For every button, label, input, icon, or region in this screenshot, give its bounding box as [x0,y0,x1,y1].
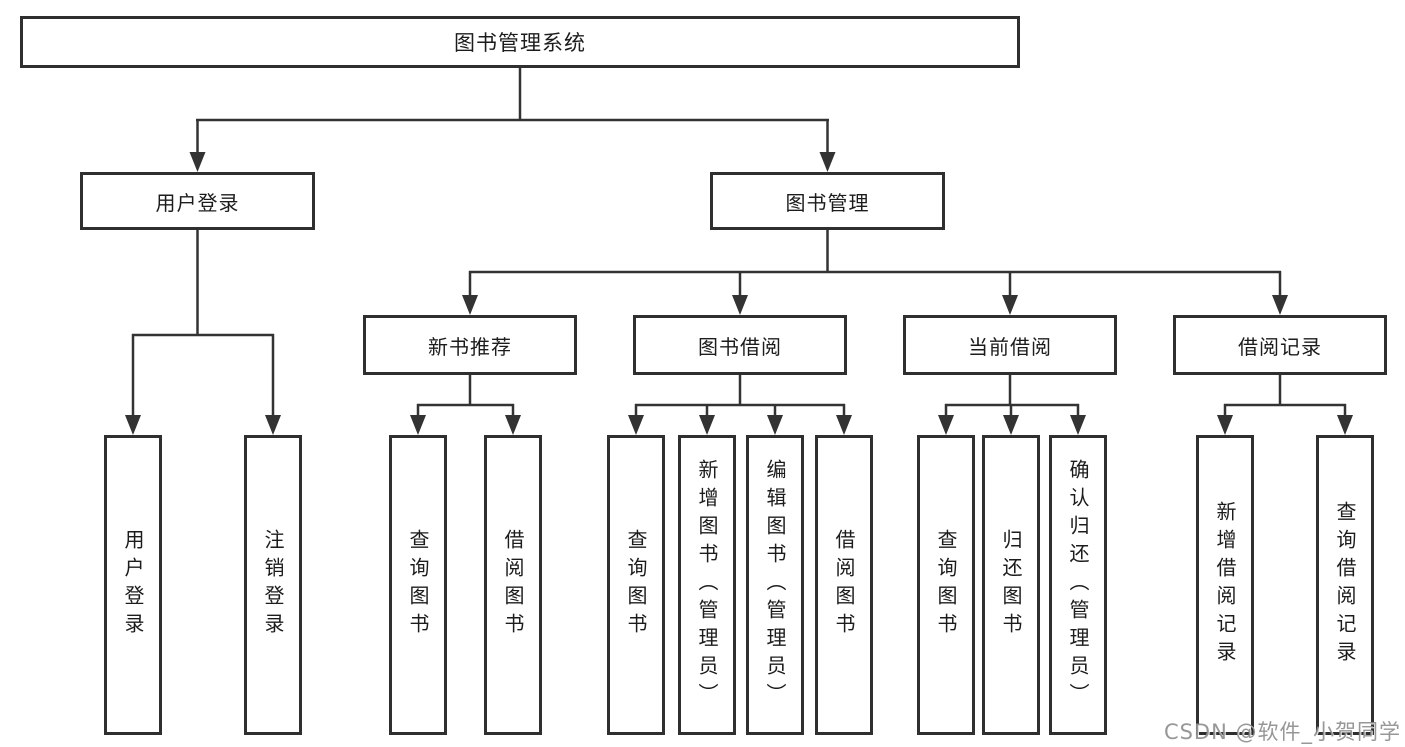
node-library-management-system: 图书管理系统 [20,16,1020,68]
node-label: 图书管理系统 [454,31,586,55]
node-label: 图书管理 [785,190,870,215]
node-label: 查询借阅记录 [1333,501,1357,669]
leaf-query-books-1: 查询图书 [389,435,447,735]
node-label: 查询图书 [406,529,430,641]
leaf-add-books-admin: 新增图书（管理员） [678,435,736,735]
node-book-borrowing: 图书借阅 [633,315,847,375]
leaf-add-borrow-record: 新增借阅记录 [1196,435,1254,735]
node-label: 新增借阅记录 [1213,501,1237,669]
node-new-book-recommendation: 新书推荐 [363,315,577,375]
leaf-edit-books-admin: 编辑图书（管理员） [746,435,804,735]
node-label: 归还图书 [999,529,1023,641]
connector-book-mgmt-children [462,230,1288,315]
node-label: 编辑图书（管理员） [763,459,787,711]
connector-book-borrow-children [628,373,852,435]
node-book-management: 图书管理 [710,172,945,230]
connector-current-borrow-children [938,373,1086,435]
node-label: 图书借阅 [698,334,782,359]
leaf-user-login: 用户登录 [104,435,162,735]
connector-new-book-rec-children [410,373,521,435]
leaf-confirm-return-admin: 确认归还（管理员） [1049,435,1107,735]
node-label: 查询图书 [934,529,958,641]
node-label: 借阅图书 [832,529,856,641]
node-label: 注销登录 [261,529,285,641]
node-user-login: 用户登录 [80,172,315,230]
leaf-return-books: 归还图书 [982,435,1040,735]
node-label: 当前借阅 [968,334,1052,359]
connector-borrow-record-children [1217,373,1353,435]
leaf-borrow-books-2: 借阅图书 [815,435,873,735]
connector-user-login-children [125,230,281,435]
leaf-query-books-3: 查询图书 [917,435,975,735]
leaf-query-borrow-record: 查询借阅记录 [1316,435,1374,735]
node-borrowing-records: 借阅记录 [1173,315,1387,375]
leaf-borrow-books-1: 借阅图书 [484,435,542,735]
leaf-logout: 注销登录 [244,435,302,735]
csdn-watermark: CSDN @软件_小贺同学 [1163,720,1401,744]
node-label: 借阅图书 [501,529,525,641]
node-label: 新增图书（管理员） [695,459,719,711]
node-label: 查询图书 [624,529,648,641]
node-label: 用户登录 [155,190,240,215]
node-current-borrowing: 当前借阅 [903,315,1117,375]
connector-root-to-level2 [189,68,836,172]
node-label: 用户登录 [121,529,145,641]
node-label: 确认归还（管理员） [1066,459,1090,711]
node-label: 新书推荐 [428,334,512,359]
node-label: 借阅记录 [1238,334,1322,359]
leaf-query-books-2: 查询图书 [607,435,665,735]
